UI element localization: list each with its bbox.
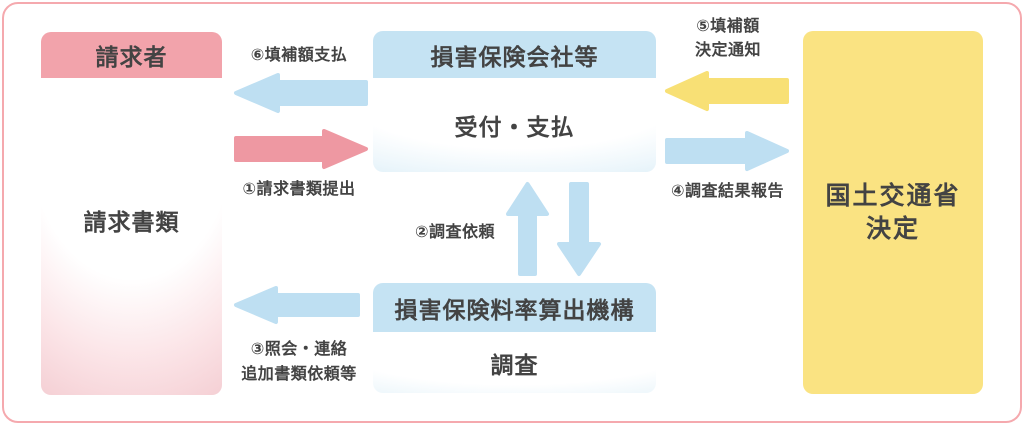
label-step4: ④調査結果報告 [670,183,785,200]
arrow-step1-right-icon [234,129,368,169]
arrow-step6-left-icon [234,73,368,113]
label-step5: ⑤填補額 決定通知 [662,15,794,63]
label-step5-line1: ⑤填補額 [696,18,760,35]
box-mlit-decision: 国土交通省 決定 [803,31,983,394]
arrow-step5-left-icon [665,71,789,111]
arrow-step2-up-icon [506,182,549,276]
box-insurer: 損害保険会社等 受付・支払 [373,31,656,172]
box-rating-org-body: 調査 [373,332,656,393]
box-insurer-title: 損害保険会社等 [373,31,656,78]
box-claimant-title: 請求者 [41,32,222,78]
box-mlit-line1: 国土交通省 [825,181,961,210]
box-claimant-body: 請求書類 [41,78,222,395]
box-claimant: 請求者 請求書類 [41,32,222,395]
box-rating-org: 損害保険料率算出機構 調査 [373,283,656,393]
label-step6: ⑥填補額支払 [250,47,348,64]
box-mlit-line2: 決定 [865,214,920,243]
label-step1: ①請求書類提出 [242,181,356,198]
label-step3-line1: ③照会・連絡 [250,341,348,358]
label-step3-line2: 追加書類依頼等 [241,366,357,383]
arrow-step3-left-icon [234,286,360,324]
box-rating-org-body-text: 調査 [490,351,539,378]
box-claimant-body-text: 請求書類 [83,209,180,235]
box-rating-org-title: 損害保険料率算出機構 [373,283,656,332]
arrow-step2-down-icon [557,182,601,276]
box-insurer-body: 受付・支払 [373,78,656,172]
label-step3: ③照会・連絡 追加書類依頼等 [224,337,374,387]
arrow-step4-right-icon [665,131,789,171]
box-insurer-body-text: 受付・支払 [454,114,575,140]
label-step5-line2: 決定通知 [694,42,761,59]
label-step2: ②調査依頼 [414,224,496,241]
